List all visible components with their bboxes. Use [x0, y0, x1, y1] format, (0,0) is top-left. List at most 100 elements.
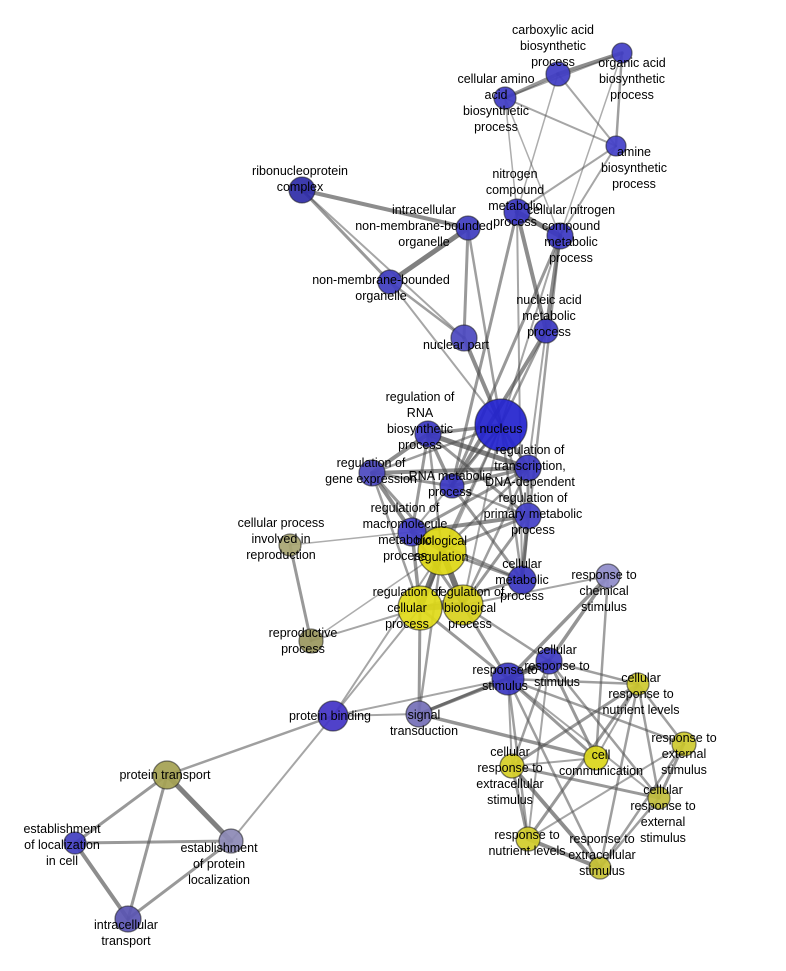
node-estprotloc[interactable]	[218, 828, 244, 854]
edge-nucleicacid-regtxn	[527, 330, 547, 469]
edge-aminoacid-cellnitrogen	[504, 97, 561, 237]
edge-estprotloc-estloccell	[73, 839, 233, 845]
node-cellrespextracell[interactable]	[499, 753, 525, 779]
edge-rnp-intranmbo	[300, 188, 470, 230]
edge-sigtrans-cellcomm	[417, 712, 598, 760]
edge-protbind-bioreg	[332, 550, 443, 717]
edge-carboxylic-nitrogen	[516, 73, 559, 213]
node-protbind[interactable]	[317, 700, 349, 732]
edge-cellrespnutrient-cellrespextracell	[510, 682, 640, 768]
node-cellrespstim[interactable]	[535, 647, 563, 675]
edge-protbind-regcellproc	[332, 607, 421, 717]
edge-rnp-nuclearpart	[301, 189, 465, 339]
edge-intranmbo-nmbo	[387, 225, 471, 285]
edge-estprotloc-intratrans	[126, 839, 233, 921]
node-organic[interactable]	[611, 42, 633, 64]
edge-organic-amine	[614, 51, 624, 148]
nodes-layer	[63, 42, 697, 933]
node-intratrans[interactable]	[114, 905, 142, 933]
node-nucleicacid[interactable]	[533, 318, 559, 344]
edge-regrna-regtxn	[425, 431, 531, 471]
edge-respnutrient-respextracell	[526, 837, 602, 870]
node-cellrespext[interactable]	[647, 786, 671, 810]
edge-amine-cellnitrogen	[559, 145, 617, 237]
node-prottrans[interactable]	[152, 760, 182, 790]
node-cellnitrogen[interactable]	[546, 222, 574, 250]
node-intranmbo[interactable]	[455, 215, 481, 241]
node-carboxylic[interactable]	[545, 61, 571, 87]
node-respext[interactable]	[671, 731, 697, 757]
edge-respstim-cellrespext	[507, 678, 660, 799]
edge-protbind-estprotloc	[230, 715, 334, 842]
edge-cellprocrepro-reproproc	[288, 543, 313, 643]
edge-respstim-respchem	[506, 574, 610, 681]
node-nitrogen[interactable]	[503, 198, 531, 226]
edge-cellrespstim-cellcomm	[547, 659, 598, 760]
edge-cellrespextracell-cellcomm	[511, 757, 597, 767]
node-aminoacid[interactable]	[493, 86, 517, 110]
node-cellmet[interactable]	[507, 565, 537, 595]
node-regtxn[interactable]	[514, 454, 542, 482]
edge-protbind-prottrans	[165, 714, 335, 777]
node-reggene[interactable]	[358, 459, 386, 487]
edge-respstim-respextracell	[506, 677, 602, 870]
node-respstim[interactable]	[491, 662, 525, 696]
edge-aminoacid-amine	[504, 97, 617, 147]
node-estloccell[interactable]	[63, 831, 87, 855]
node-nucleus[interactable]	[474, 398, 528, 452]
edge-respextracell-cellrespextracell	[510, 764, 602, 870]
node-regbioproc[interactable]	[442, 584, 484, 626]
node-respchem[interactable]	[595, 563, 621, 589]
node-regprimary[interactable]	[514, 502, 542, 530]
edge-aminoacid-nitrogen	[504, 97, 518, 213]
edge-carboxylic-amine	[557, 73, 617, 147]
edge-estloccell-intratrans	[73, 841, 130, 921]
node-regrna[interactable]	[414, 420, 442, 448]
edge-reproproc-bioreg	[310, 550, 443, 642]
edge-nmbo-nuclearpart	[388, 280, 466, 340]
node-amine[interactable]	[605, 135, 627, 157]
edge-cellnitrogen-nucleus	[500, 235, 561, 426]
node-cellprocrepro[interactable]	[278, 533, 302, 557]
edge-cellrespextracell-cellrespext	[510, 764, 661, 800]
node-reproproc[interactable]	[298, 628, 324, 654]
edge-regbioproc-respchem	[462, 575, 609, 606]
edge-bioreg-sigtrans	[417, 549, 444, 716]
node-nmbo[interactable]	[377, 269, 403, 295]
node-rnp[interactable]	[288, 176, 316, 204]
edge-rnp-nmbo	[300, 188, 392, 284]
edge-regtxn-regbioproc	[461, 466, 530, 607]
node-cellcomm[interactable]	[583, 745, 609, 771]
edge-nmbo-nucleus	[389, 281, 502, 426]
edge-regrna-regmacro	[410, 432, 430, 534]
edge-prottrans-intratrans	[126, 773, 169, 921]
edge-respext-respnutrient	[527, 743, 685, 840]
edge-nitrogen-nucleicacid	[515, 210, 548, 333]
edge-cellrespnutrient-cellrespext	[636, 682, 661, 800]
edge-respextracell-cellrespext	[598, 796, 661, 870]
node-respnutrient[interactable]	[515, 826, 541, 852]
edge-cellrespnutrient-respextracell	[598, 682, 640, 870]
edge-cellrespstim-cellrespextracell	[510, 659, 551, 768]
edge-prottrans-estloccell	[73, 773, 169, 845]
edge-regtxn-reggene	[370, 466, 530, 475]
node-bioreg[interactable]	[417, 526, 467, 576]
edge-cellnitrogen-rnamet	[450, 234, 562, 488]
edge-prottrans-estprotloc	[164, 772, 234, 844]
edge-reggene-regcellproc	[370, 471, 422, 610]
node-nuclearpart[interactable]	[450, 324, 478, 352]
edge-organic-cellnitrogen	[559, 52, 623, 237]
edge-respstim-cellrespnutrient	[506, 677, 640, 686]
node-cellrespnutrient[interactable]	[626, 672, 650, 696]
node-sigtrans[interactable]	[405, 700, 433, 728]
edge-cellrespstim-respchem	[547, 574, 610, 663]
node-regmacro[interactable]	[397, 517, 427, 547]
node-respextracell[interactable]	[588, 856, 612, 880]
edge-cellcomm-cellrespnutrient	[595, 683, 639, 759]
node-regcellproc[interactable]	[397, 585, 443, 631]
edge-protbind-respstim	[332, 678, 509, 717]
node-rnamet[interactable]	[439, 473, 465, 499]
